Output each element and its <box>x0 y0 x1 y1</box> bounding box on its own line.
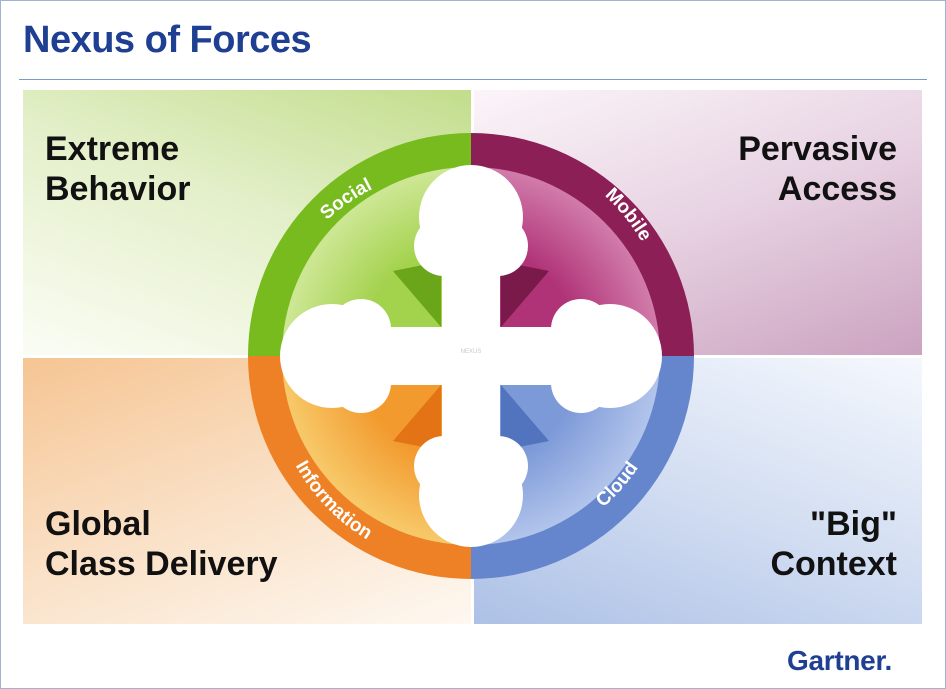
cloud-arrow-icon <box>501 385 549 449</box>
quadrant-label-line: Behavior <box>45 170 191 208</box>
gartner-logo: Gartner. <box>787 645 892 676</box>
title-divider <box>19 79 927 80</box>
quadrant-label-pervasive-access: Pervasive Access <box>738 129 897 209</box>
information-arrow-icon <box>393 385 441 449</box>
quadrant-label-extreme-behavior: Extreme Behavior <box>45 129 191 209</box>
quadrant-label-line: Access <box>777 170 897 208</box>
mobile-arrow-icon <box>501 263 549 327</box>
quadrant-label-line: Pervasive <box>738 130 897 168</box>
quadrant-label-line: Context <box>770 545 897 583</box>
center-cross <box>280 165 662 547</box>
quadrant-label-line: Extreme <box>45 130 180 168</box>
center-label: NEXUS <box>461 349 482 355</box>
slide-title: Nexus of Forces <box>23 19 312 61</box>
quadrant-label-global-class-delivery: Global Class Delivery <box>45 504 278 584</box>
quadrant-label-line: "Big" <box>809 505 897 543</box>
social-arrow-icon <box>393 263 441 327</box>
quadrant-label-line: Class Delivery <box>45 545 278 583</box>
quadrant-label-line: Global <box>45 505 151 543</box>
quadrant-label-big-context: "Big" Context <box>770 504 897 584</box>
